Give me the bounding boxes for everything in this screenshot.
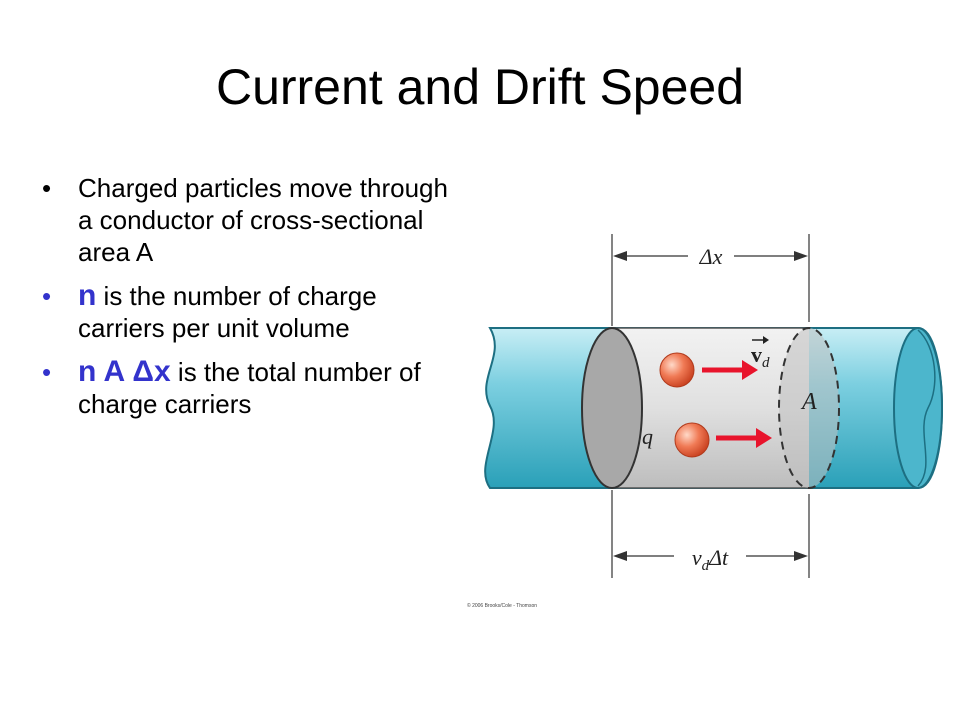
bullet-dot-icon: • [42,173,52,203]
charge-particle-lower [674,422,710,458]
drift-velocity-label: vd [751,342,770,371]
bullet-item-conductor: • Charged particles move through a condu… [36,172,466,268]
bullet-dot-icon: • [42,281,52,311]
charge-particle-upper [659,352,695,388]
bullet-item-total-carriers: • n A Δx is the total number of charge c… [36,356,466,420]
slide-title: Current and Drift Speed [215,59,745,115]
bullet-dot-icon: • [42,357,52,387]
copyright-note: © 2006 Brooks/Cole - Thomson [467,603,538,609]
pipe-end-opening [917,329,936,487]
dx-label: Δx [699,244,723,269]
bullet-text: Charged particles move through a conduct… [78,173,448,267]
vdt-arrowhead-right-icon [794,551,808,561]
charge-label: q [642,424,653,449]
drift-distance-label: vdΔt [692,545,729,574]
dx-arrowhead-right-icon [794,251,808,261]
area-label: A [800,389,817,415]
section-left-cap [581,327,643,489]
bullet-item-n-definition: • n is the number of charge carriers per… [36,280,466,344]
drift-arrow-lower-head-icon [756,428,772,448]
pipe-end-cap [893,327,943,489]
conductor-diagram: Δx vd A q vdΔt [484,234,943,578]
vector-arrowhead-icon [763,336,769,344]
bullet-highlight: n [78,279,97,312]
section-right-cap [778,327,840,489]
vdt-arrowhead-left-icon [613,551,627,561]
bullet-text: is the number of charge carriers per uni… [78,281,377,343]
dx-arrowhead-left-icon [613,251,627,261]
bullet-text: is the total number of charge carriers [78,357,421,419]
bullet-highlight: n A Δx [78,355,171,388]
drift-arrow-upper-head-icon [742,360,758,380]
bullet-list: • Charged particles move through a condu… [36,172,466,432]
